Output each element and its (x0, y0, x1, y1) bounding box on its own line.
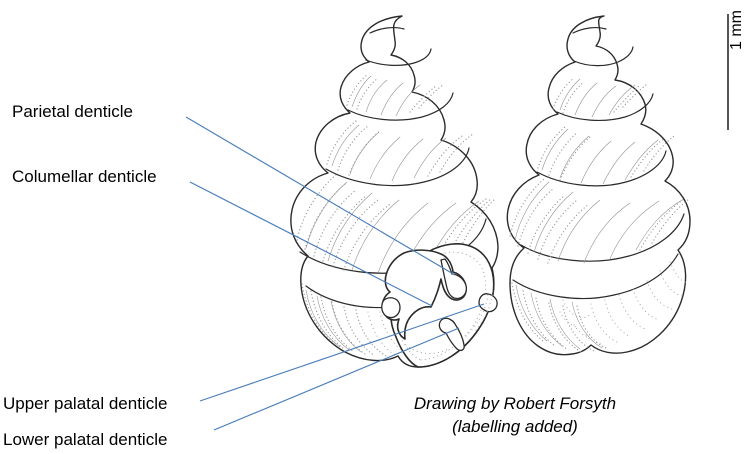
parietal-denticle (440, 258, 467, 300)
suture-2 (347, 92, 454, 121)
leader-upper-palatal (199, 303, 485, 402)
scale-bar: 1 mm (706, 10, 752, 134)
suture-1 (365, 48, 432, 66)
label-lower-palatal-denticle: Lower palatal denticle (3, 430, 168, 449)
stipple-shading-right (509, 77, 690, 353)
scale-bar-label: 1 mm (728, 10, 745, 50)
leader-columellar (189, 181, 433, 307)
leader-parietal (185, 116, 456, 276)
leader-lines (185, 116, 485, 431)
label-columellar-denticle: Columellar denticle (12, 167, 157, 186)
aperture-inner-rim (395, 251, 487, 361)
attribution-caption: Drawing by Robert Forsyth (labelling add… (380, 393, 650, 439)
columellar-denticle (381, 297, 401, 319)
suture-r1 (573, 46, 634, 67)
lower-palatal-denticle (438, 317, 465, 352)
leader-lower-palatal (213, 327, 460, 431)
denticle-shadows-right (559, 299, 602, 345)
suture-r4 (520, 213, 685, 262)
upper-palatal-denticle (478, 293, 498, 313)
suture-3 (325, 147, 470, 187)
suture-r3 (536, 150, 667, 187)
apertural-view-shell (290, 15, 499, 368)
apex-line (369, 27, 405, 34)
scale-bar-line (727, 14, 729, 130)
dorsal-view-shell (506, 15, 691, 356)
apex-line-r (572, 27, 607, 34)
caption-line-2: (labelling added) (452, 416, 578, 436)
suture-r5 (512, 253, 679, 300)
label-upper-palatal-denticle: Upper palatal denticle (3, 394, 168, 413)
growth-lines-right (514, 78, 683, 350)
suture-r2 (556, 93, 654, 121)
aperture-stipple (405, 287, 494, 354)
label-parietal-denticle: Parietal denticle (12, 102, 133, 121)
caption-line-1: Drawing by Robert Forsyth (413, 394, 617, 413)
